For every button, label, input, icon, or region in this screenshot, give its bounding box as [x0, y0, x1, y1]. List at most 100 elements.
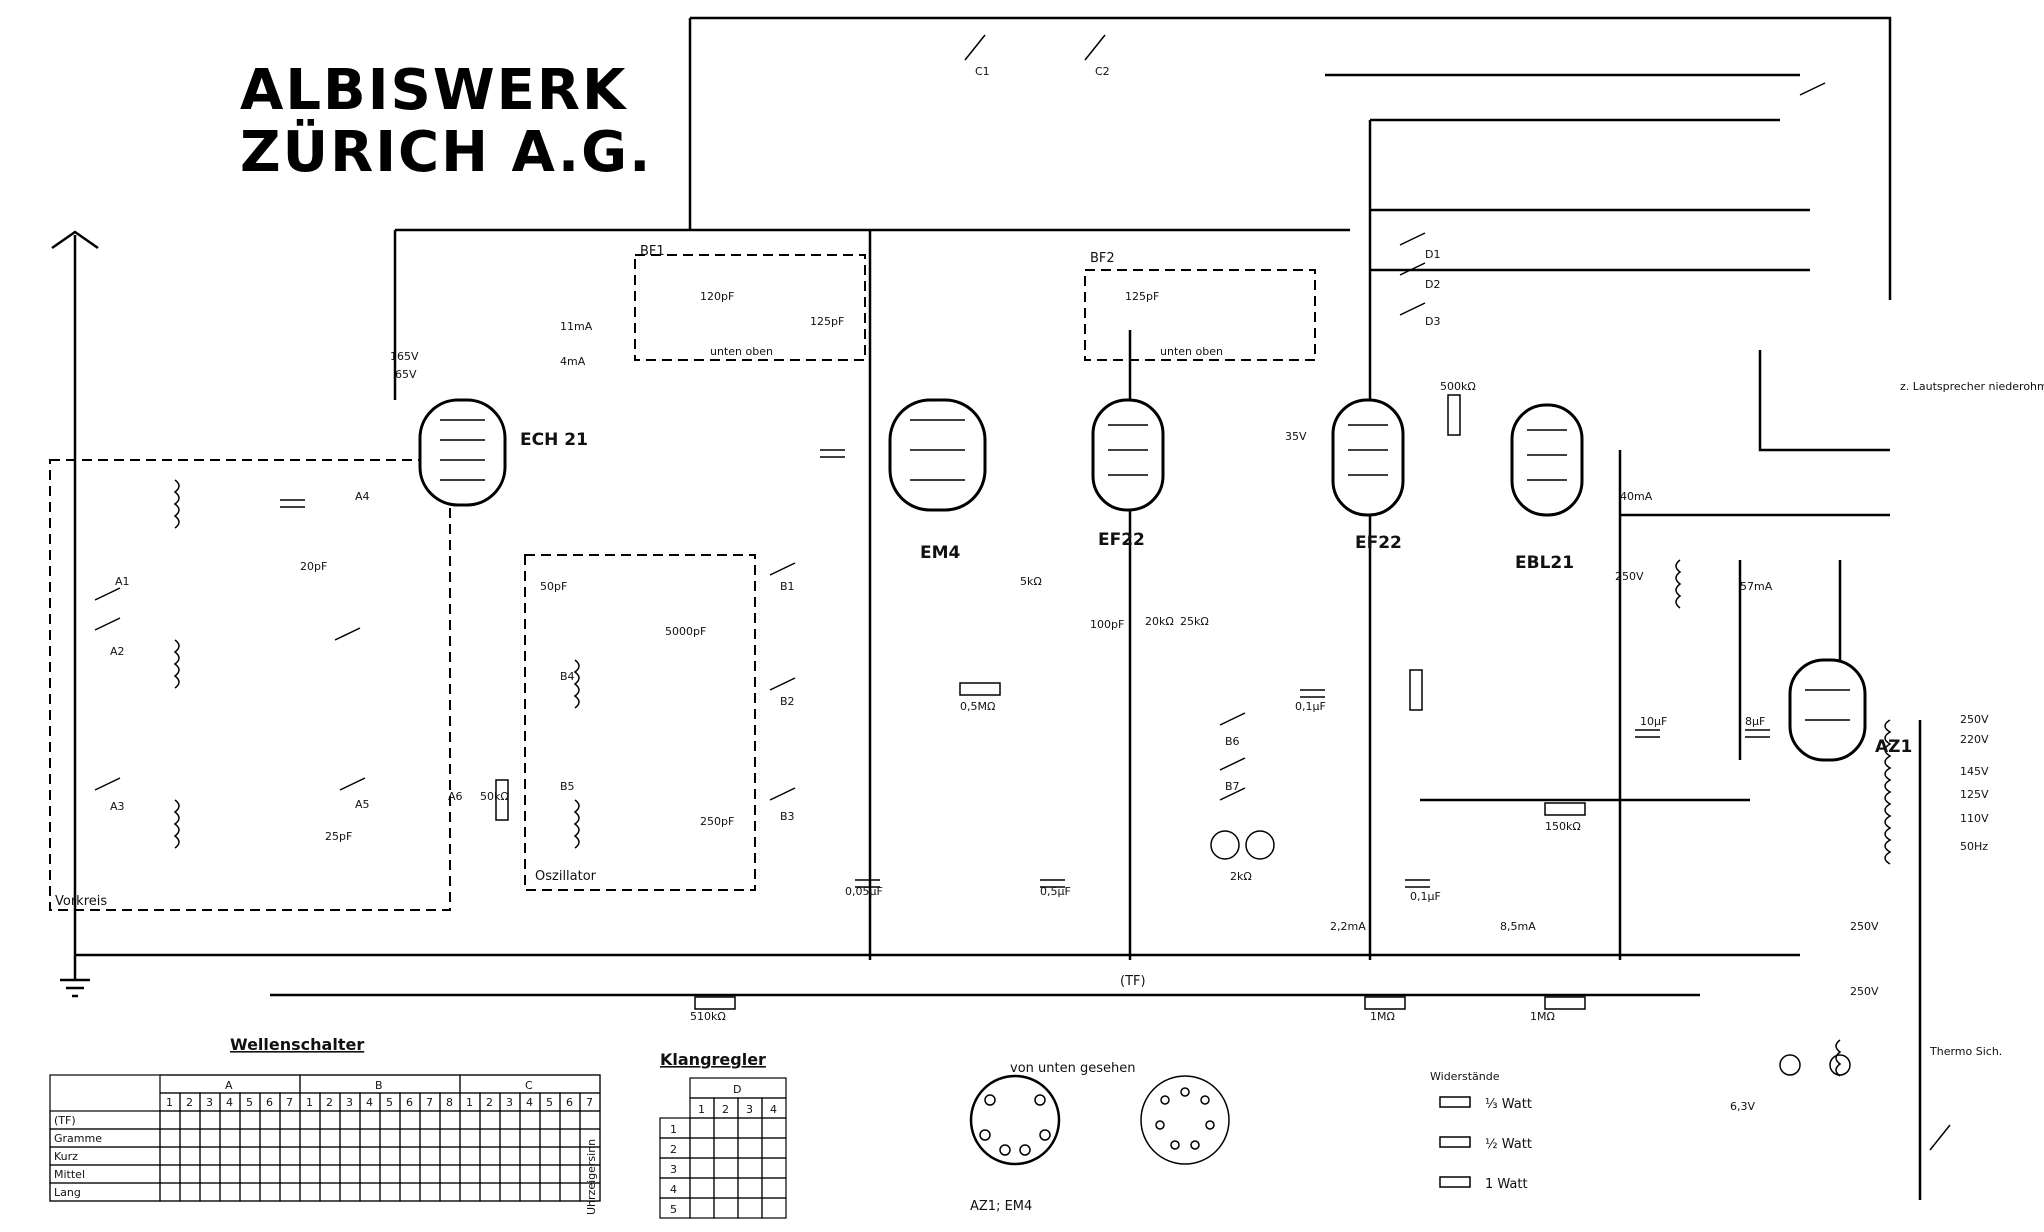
tube-electrodes — [440, 419, 1850, 721]
switch-contact-open — [239, 1128, 261, 1148]
switch-contact-open — [339, 1182, 361, 1202]
switch-label: B7 — [1225, 780, 1240, 793]
component-value-label: 125pF — [810, 315, 844, 328]
switch-contact-open — [399, 1182, 421, 1202]
tube-label-ebl21: EBL21 — [1515, 553, 1574, 573]
switch-contact-open — [419, 1110, 441, 1130]
switch-label: B6 — [1225, 735, 1240, 748]
switch-contact-open — [159, 1110, 181, 1130]
switch-contact-closed — [519, 1182, 541, 1202]
klang-group-label: D — [733, 1083, 741, 1096]
component-value-label: 8,5mA — [1500, 920, 1536, 933]
mains-taps: 250V 220V 145V 125V 110V 50Hz — [1960, 713, 1989, 853]
switch-contact-open — [279, 1146, 301, 1166]
heater-coil — [1675, 559, 1682, 609]
klang-contact-closed — [713, 1137, 739, 1159]
manufacturer-logo: ALBISWERK ZÜRICH A.G. — [240, 60, 652, 184]
tube-ech21 — [418, 398, 507, 507]
switch-contact-open — [339, 1128, 361, 1148]
component-value-label: 6,3V — [1730, 1100, 1755, 1113]
component-value-label: 10µF — [1640, 715, 1667, 728]
component-value-label: 250V — [1850, 985, 1879, 998]
component-value-label: 165V — [390, 350, 419, 363]
klang-row-label: 2 — [670, 1143, 677, 1156]
switch-contact-open — [219, 1110, 241, 1130]
klang-contact-closed — [737, 1157, 763, 1179]
switch-label: A3 — [110, 800, 125, 813]
switch-contact-closed — [499, 1146, 521, 1166]
switch-contact-open — [199, 1164, 221, 1184]
klang-contact-open — [689, 1157, 715, 1179]
row-label: Kurz — [54, 1150, 78, 1163]
klang-contact-closed — [713, 1177, 739, 1199]
switch-contact-open — [439, 1182, 461, 1202]
switch-contact-open — [559, 1110, 581, 1130]
component-value-label: 0,5µF — [1040, 885, 1071, 898]
top-bus — [690, 16, 1892, 300]
column-number: 3 — [506, 1096, 513, 1109]
klang-contact-open — [761, 1117, 787, 1139]
switch-contact-open — [499, 1128, 521, 1148]
vorkreis-label: Vorkreis — [55, 894, 107, 909]
switch-contact-closed — [259, 1182, 281, 1202]
group-header-label: B — [375, 1079, 383, 1092]
capacitor — [855, 879, 880, 888]
switch-contact-closed — [279, 1128, 301, 1148]
switch-label: B5 — [560, 780, 575, 793]
resistor-legend-icon — [1439, 1176, 1471, 1188]
column-number: 4 — [526, 1096, 533, 1109]
switch-label: B4 — [560, 670, 575, 683]
component-value-label: 25kΩ — [1180, 615, 1209, 628]
column-number: 7 — [286, 1096, 293, 1109]
switch-contact-open — [159, 1182, 181, 1202]
klang-col-label: 4 — [770, 1103, 777, 1116]
antenna-icon — [51, 230, 99, 980]
switch-contact-open — [359, 1110, 381, 1130]
switch-contact-closed — [359, 1182, 381, 1202]
switch-label: D2 — [1425, 278, 1440, 291]
component-value-label: 500kΩ — [1440, 380, 1476, 393]
switch-contact-open — [299, 1182, 321, 1202]
switch-label: C2 — [1095, 65, 1110, 78]
tube-ef22-1 — [1091, 398, 1165, 512]
switch-contact-open — [379, 1128, 401, 1148]
switch-contact-closed — [559, 1146, 581, 1166]
column-number: 5 — [386, 1096, 393, 1109]
switch-contact-open — [479, 1110, 501, 1130]
column-number: 3 — [206, 1096, 213, 1109]
switch-label: B1 — [780, 580, 795, 593]
switch-contact-open — [179, 1182, 201, 1202]
switch-contact-open — [479, 1146, 501, 1166]
switch-contact-open — [199, 1128, 221, 1148]
group-header-label: A — [225, 1079, 233, 1092]
switch-label: B2 — [780, 695, 795, 708]
column-number: 1 — [466, 1096, 473, 1109]
component-value-label: 0,1µF — [1295, 700, 1326, 713]
column-number: 4 — [226, 1096, 233, 1109]
widerstaende-item: ½ Watt — [1485, 1137, 1532, 1152]
klang-contact-open — [761, 1157, 787, 1179]
switch-contact-closed — [539, 1182, 561, 1202]
switch-contact-open — [259, 1164, 281, 1184]
switch-labels: A1 A2 A3 A4 A5 A6 B1 B2 B3 B4 B5 B6 B7 C… — [110, 65, 1440, 823]
oscillator-box — [524, 554, 756, 891]
group-header-label: C — [525, 1079, 533, 1092]
transformer-secondary — [1835, 1039, 1842, 1077]
column-number: 2 — [486, 1096, 493, 1109]
capacitor — [1745, 729, 1770, 738]
coil-1 — [173, 479, 180, 529]
tube-label-ef22-1: EF22 — [1098, 530, 1145, 550]
switch-contact-open — [419, 1164, 441, 1184]
switch-contact-open — [479, 1164, 501, 1184]
tube-label-ech21: ECH 21 — [520, 430, 588, 450]
column-number: 7 — [586, 1096, 593, 1109]
column-number: 4 — [366, 1096, 373, 1109]
pilot-lamp — [1779, 1054, 1801, 1076]
component-value-label: 250V — [1850, 920, 1879, 933]
bf2-label: BF2 — [1090, 251, 1115, 266]
klang-contact-closed — [761, 1137, 787, 1159]
klang-contact-open — [737, 1177, 763, 1199]
klang-row-label: 3 — [670, 1163, 677, 1176]
